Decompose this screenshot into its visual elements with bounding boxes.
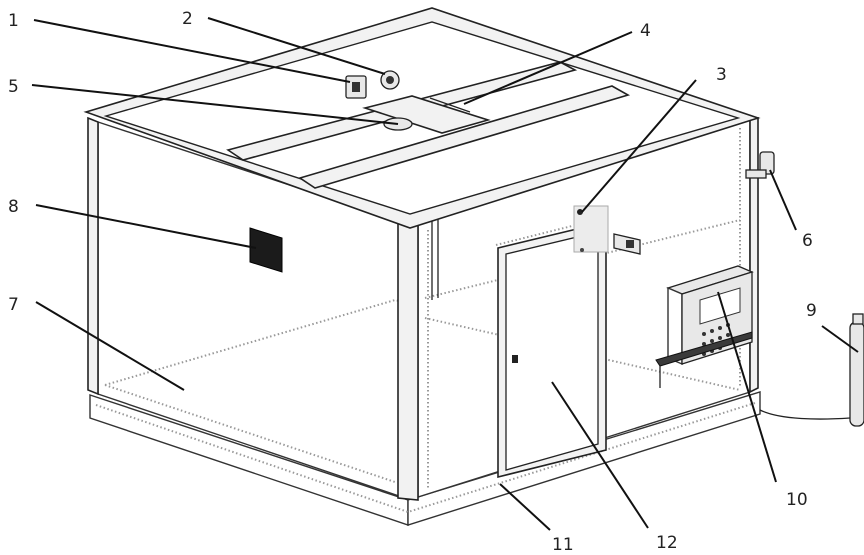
callout-5: 5 — [8, 77, 19, 97]
door-latch — [613, 233, 641, 255]
leader-6 — [769, 169, 797, 231]
roof-sensor-1 — [345, 75, 367, 99]
callout-8: 8 — [8, 197, 19, 217]
callout-10: 10 — [786, 490, 808, 510]
callout-4: 4 — [640, 21, 651, 41]
leader-lines — [31, 17, 859, 531]
leader-2 — [207, 17, 386, 75]
callout-7: 7 — [8, 295, 19, 315]
leader-4 — [463, 31, 633, 105]
exterior-unit-6 — [745, 151, 775, 179]
leader-1 — [33, 19, 351, 83]
door — [495, 216, 607, 479]
leader-10 — [717, 291, 777, 483]
callout-1: 1 — [8, 11, 19, 31]
leader-11 — [499, 483, 551, 531]
wall-vent — [249, 227, 283, 273]
door-sensor-3 — [573, 205, 609, 253]
callout-labels: 1 2 3 4 5 6 7 8 9 10 11 12 — [8, 9, 817, 555]
control-cabinet — [655, 265, 754, 388]
leader-9 — [821, 325, 859, 353]
roof-sensor-2 — [380, 70, 400, 90]
leader-3 — [581, 79, 697, 213]
gas-cylinder — [759, 313, 864, 427]
leader-7 — [35, 301, 185, 391]
callout-3: 3 — [716, 65, 727, 85]
callout-2: 2 — [182, 9, 193, 29]
callout-6: 6 — [802, 231, 813, 251]
base-platform — [89, 391, 761, 526]
leader-8 — [35, 204, 257, 249]
corner-posts — [87, 18, 759, 501]
leader-5 — [31, 84, 399, 125]
callout-12: 12 — [656, 533, 678, 553]
callout-11: 11 — [552, 535, 574, 555]
leader-12 — [551, 381, 649, 529]
callout-9: 9 — [806, 301, 817, 321]
